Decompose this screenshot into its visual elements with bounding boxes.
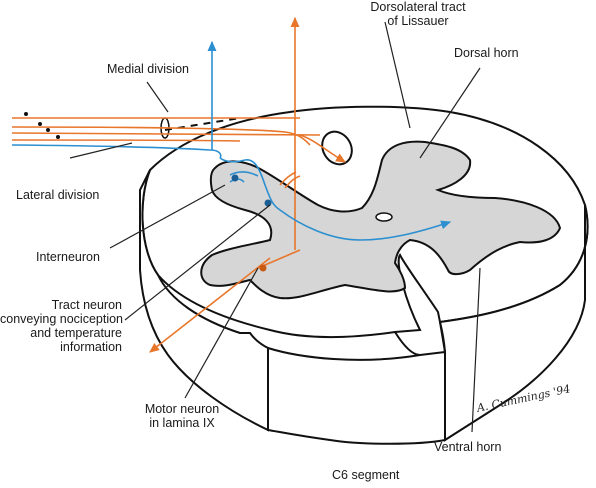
blue-fibers (11, 40, 452, 241)
label-dorsal-horn: Dorsal horn (454, 46, 519, 60)
label-lateral-division: Lateral division (16, 188, 100, 202)
label-interneuron: Interneuron (36, 250, 100, 264)
label-segment: C6 segment (332, 468, 400, 482)
orange-afferent-fibers (11, 16, 346, 353)
central-canal (375, 212, 393, 222)
spinal-cord-front-wall-left (267, 346, 446, 445)
spinal-cord-front-wall-right (438, 204, 589, 442)
leader-lines (69, 21, 481, 433)
label-medial-division: Medial division (107, 62, 189, 76)
fiber-origin-dots (24, 112, 60, 139)
anterior-median-fissure (394, 321, 446, 356)
motor-neuron-cell (259, 264, 267, 272)
label-ventral-horn: Ventral horn (434, 440, 502, 454)
dorsal-root-dashed (164, 117, 241, 131)
spinal-cord-left-wall (139, 169, 269, 432)
